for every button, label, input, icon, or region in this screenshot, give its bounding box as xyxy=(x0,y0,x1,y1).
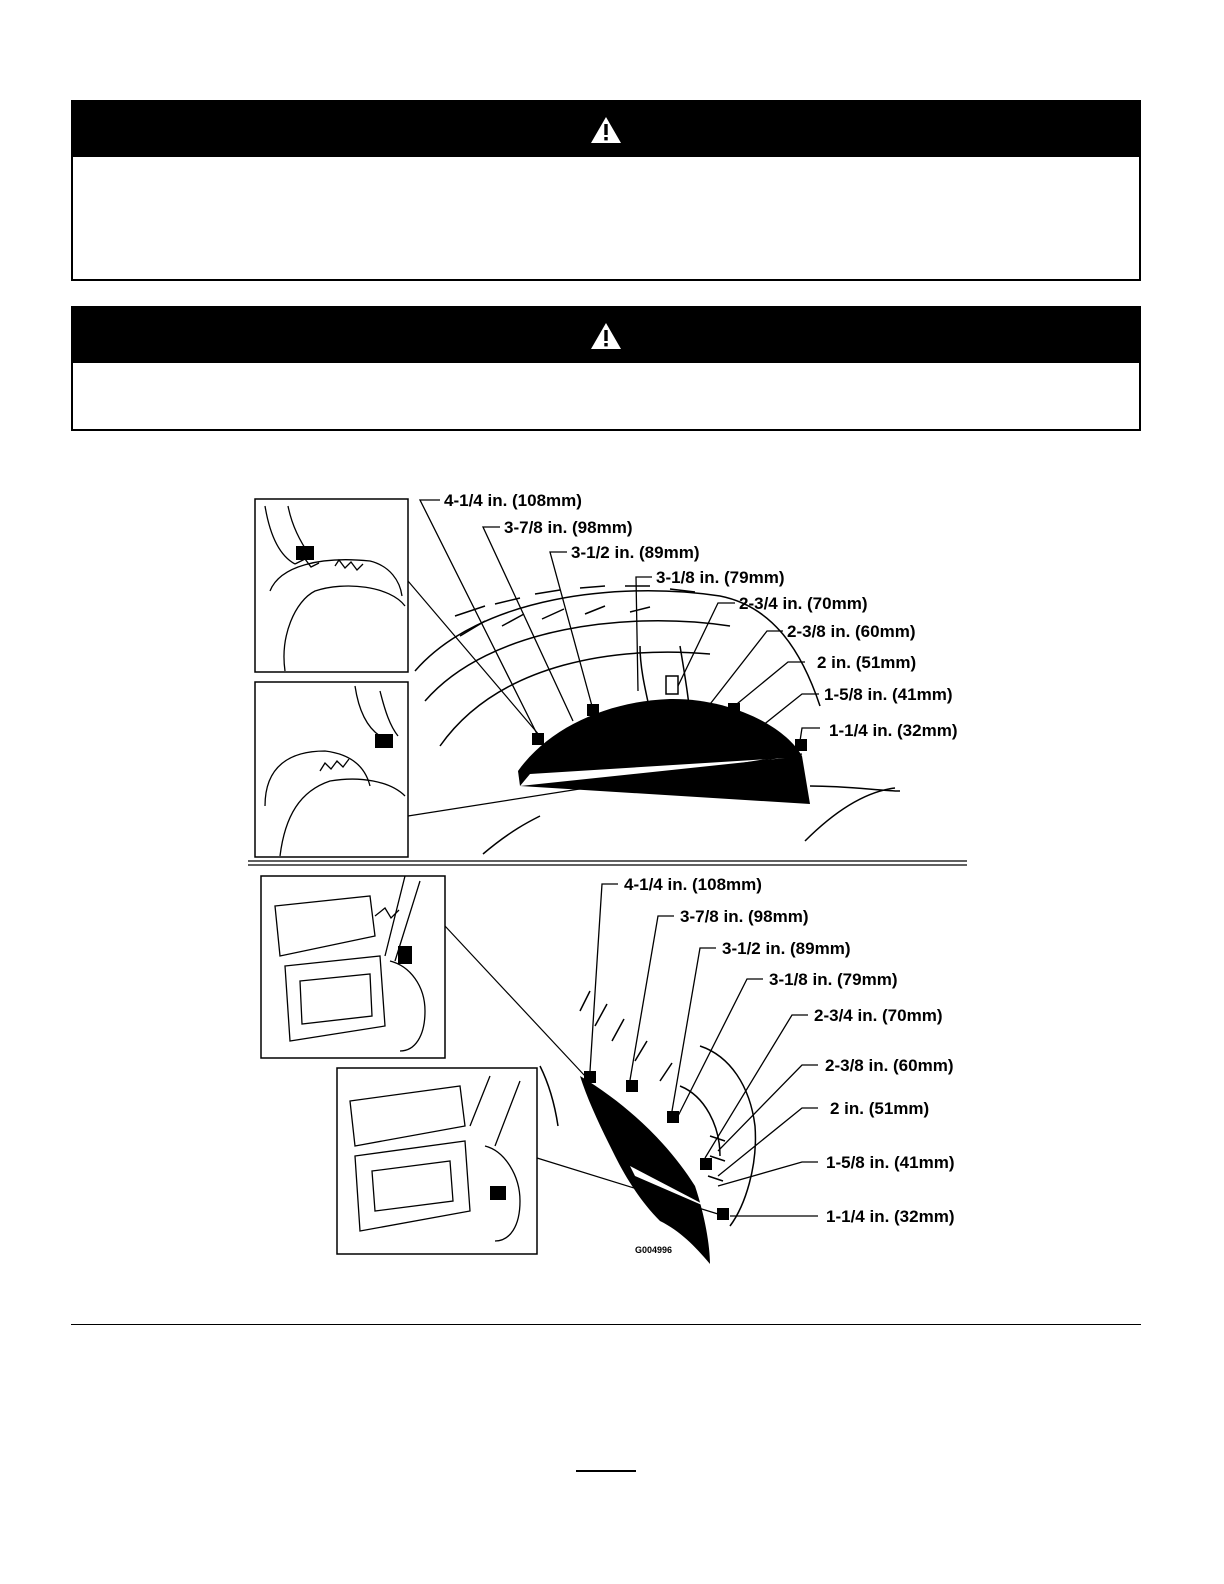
warning-box-2 xyxy=(71,306,1141,431)
top-label-7: 1-5/8 in. (41mm) xyxy=(824,685,953,704)
tire-sketch-top xyxy=(414,585,901,855)
bottom-label-7: 1-5/8 in. (41mm) xyxy=(826,1153,955,1172)
bottom-label-4: 2-3/4 in. (70mm) xyxy=(814,1006,943,1025)
leader-lines-top xyxy=(418,499,820,742)
top-label-6: 2 in. (51mm) xyxy=(817,653,916,672)
bottom-label-3: 3-1/8 in. (79mm) xyxy=(769,970,898,989)
warning-body xyxy=(73,363,1139,387)
top-label-0: 4-1/4 in. (108mm) xyxy=(444,491,582,510)
bottom-panel: 4-1/4 in. (108mm) 3-7/8 in. (98mm) 3-1/2… xyxy=(260,875,955,1264)
bottom-labels: 4-1/4 in. (108mm) 3-7/8 in. (98mm) 3-1/2… xyxy=(624,875,955,1226)
bottom-label-0: 4-1/4 in. (108mm) xyxy=(624,875,762,894)
gauge-bottom xyxy=(580,1071,729,1264)
bottom-label-6: 2 in. (51mm) xyxy=(830,1099,929,1118)
top-inset-1 xyxy=(254,498,409,673)
warning-triangle-icon xyxy=(591,116,621,143)
tine-depth-figure: 4-1/4 in. (108mm) 3-7/8 in. (98mm) 3-1/2… xyxy=(248,491,967,1264)
connector-lines-top xyxy=(407,580,803,817)
top-inset-2 xyxy=(254,681,409,858)
connector-lines-bottom xyxy=(444,925,719,1215)
bottom-label-5: 2-3/8 in. (60mm) xyxy=(825,1056,954,1075)
warning-triangle-icon xyxy=(591,322,621,349)
warning-header xyxy=(73,308,1139,363)
bottom-label-1: 3-7/8 in. (98mm) xyxy=(680,907,809,926)
figure-code: G004996 xyxy=(635,1245,672,1255)
bottom-inset-1 xyxy=(260,875,446,1059)
tire-sketch-bottom xyxy=(539,990,757,1227)
panel-separator xyxy=(248,860,967,866)
warning-box-1 xyxy=(71,100,1141,281)
bottom-label-2: 3-1/2 in. (89mm) xyxy=(722,939,851,958)
top-labels: 4-1/4 in. (108mm) 3-7/8 in. (98mm) 3-1/2… xyxy=(444,491,958,740)
top-label-1: 3-7/8 in. (98mm) xyxy=(504,518,633,537)
top-label-3: 3-1/8 in. (79mm) xyxy=(656,568,785,587)
bottom-label-8: 1-1/4 in. (32mm) xyxy=(826,1207,955,1226)
footer-rule xyxy=(71,1324,1141,1325)
warning-header xyxy=(73,102,1139,157)
top-label-2: 3-1/2 in. (89mm) xyxy=(571,543,700,562)
gauge-top xyxy=(518,675,810,804)
bottom-inset-2 xyxy=(336,1067,538,1255)
top-label-8: 1-1/4 in. (32mm) xyxy=(829,721,958,740)
warning-body xyxy=(73,157,1139,181)
top-label-4: 2-3/4 in. (70mm) xyxy=(739,594,868,613)
top-label-5: 2-3/8 in. (60mm) xyxy=(787,622,916,641)
top-panel: 4-1/4 in. (108mm) 3-7/8 in. (98mm) 3-1/2… xyxy=(254,491,958,858)
leader-lines-bottom xyxy=(589,883,818,1217)
page-number-underline xyxy=(576,1470,636,1472)
